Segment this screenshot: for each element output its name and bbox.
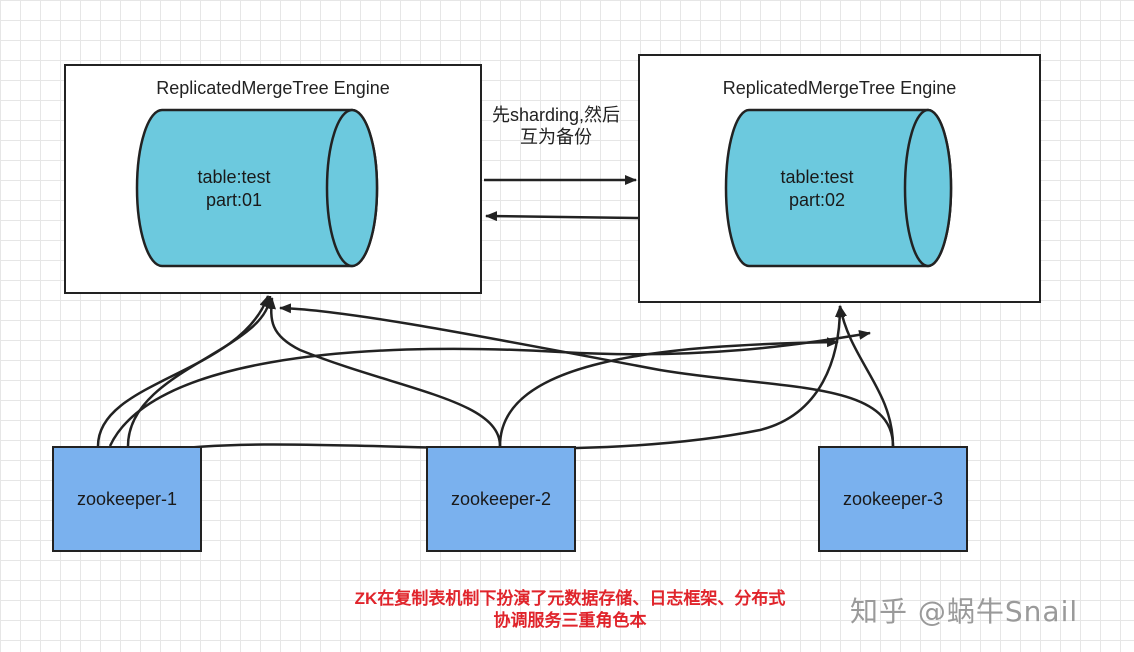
caption-line1: ZK在复制表机制下扮演了元数据存储、日志框架、分布式 [354,589,786,608]
cylinder-part-02 [724,108,953,268]
zookeeper-label-3: zookeeper-3 [842,488,944,509]
zk2-to-engine1-curve [266,297,502,447]
cylinder-part-01 [135,108,379,268]
zk1-to-engine1-curve-a [96,295,270,447]
zookeeper-node-3: zookeeper-3 [818,446,968,552]
zk3-to-engine2-curve [837,305,895,447]
part-name-2: part:02 [788,190,846,210]
cylinder-label-1: table:test part:01 [164,166,304,212]
replication-note-line1: 先sharding,然后 [491,105,621,125]
zookeeper-node-2: zookeeper-2 [426,446,576,552]
zk1-to-engine1-curve-b [126,295,272,447]
zookeeper-label-1: zookeeper-1 [76,488,178,509]
table-name-1: table:test [197,167,271,187]
part-name-1: part:01 [205,190,263,210]
engine-title-1: ReplicatedMergeTree Engine [156,78,390,98]
engine-title-2: ReplicatedMergeTree Engine [722,78,957,98]
zookeeper-label-2: zookeeper-2 [450,488,552,509]
caption: ZK在复制表机制下扮演了元数据存储、日志框架、分布式 协调服务三重角色本 [300,588,840,632]
cylinder-label-2: table:test part:02 [747,166,887,212]
table-name-2: table:test [780,167,854,187]
replicate-arrow-left [485,211,639,222]
caption-line2: 协调服务三重角色本 [493,611,647,630]
zk3-to-engine1-curve [279,303,895,447]
watermark: 知乎 @蜗牛Snail [850,595,1079,628]
zookeeper-node-1: zookeeper-1 [52,446,202,552]
left-to-engine2-curve [108,329,871,447]
replication-note-line2: 互为备份 [520,127,592,147]
zk1-to-engine2-curve [159,305,845,453]
zk2-to-engine2-curve [498,337,839,447]
replication-note: 先sharding,然后 互为备份 [478,104,634,148]
